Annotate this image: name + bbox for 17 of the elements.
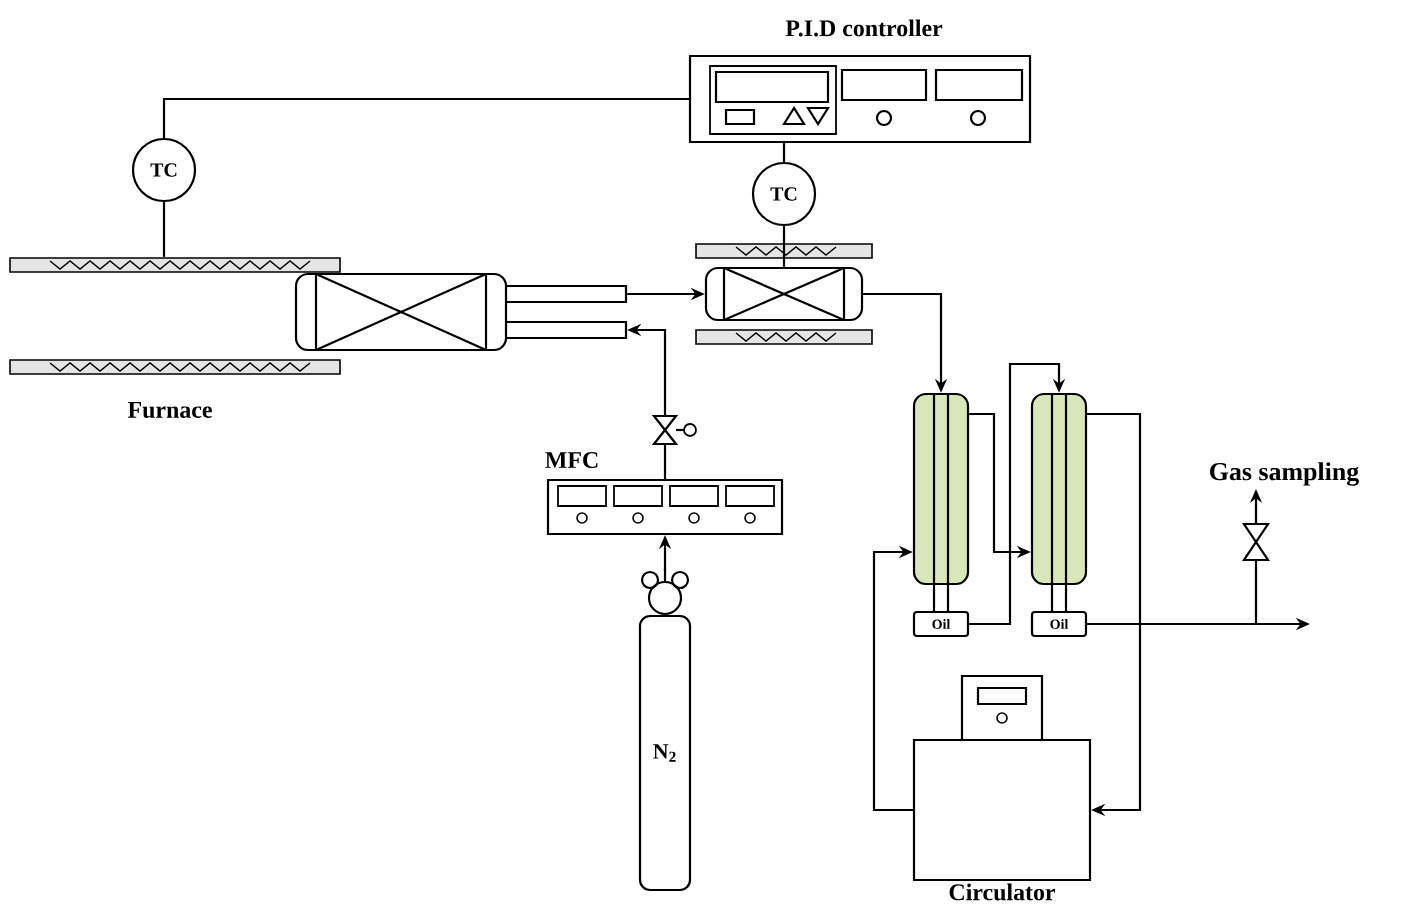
pipe: [872, 545, 913, 812]
signal-line: [782, 226, 786, 267]
condenser-drawing: [1030, 392, 1088, 612]
signal-line: [162, 97, 689, 138]
heading: MFC: [545, 451, 598, 468]
signal-line: [782, 143, 786, 162]
heading: Circulator: [949, 883, 1056, 901]
pipe: [1087, 412, 1142, 817]
reactor-drawing: [294, 272, 628, 352]
heading: P.I.D controller: [785, 19, 943, 37]
signal-line: [162, 202, 166, 257]
reactor-drawing: [695, 243, 873, 345]
condenser-drawing: [912, 392, 970, 612]
pipe: [969, 362, 1066, 626]
heading: Furnace: [127, 402, 212, 418]
gas-cylinder: N$_{2}$: [638, 568, 692, 892]
outlet-label: Gas sampling: [1210, 462, 1359, 486]
